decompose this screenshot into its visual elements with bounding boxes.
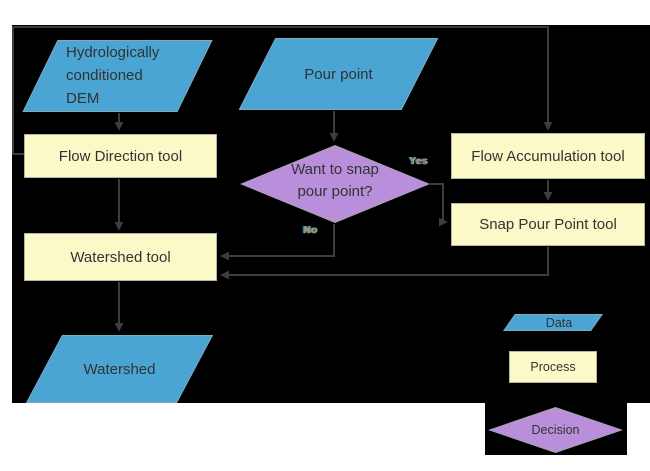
node-flow-direction-label: Flow Direction tool (58, 147, 183, 165)
node-watershed-label: Watershed (83, 360, 156, 378)
decision-line-1: Want to snap (291, 161, 379, 178)
node-pour-point-label: Pour point (304, 65, 373, 83)
dem-line-2: conditioned (66, 67, 143, 84)
node-watershed-tool: Watershed tool (24, 233, 217, 281)
node-flow-accumulation-label: Flow Accumulation tool (471, 147, 625, 165)
legend-data-label: Data (545, 315, 573, 330)
node-decision-label: Want to snap pour point? (240, 143, 430, 219)
legend-decision-label: Decision (488, 407, 623, 453)
dem-line-3: DEM (66, 90, 100, 107)
dem-line-1: Hydrologically (66, 44, 160, 61)
node-snap-pour-point: Snap Pour Point tool (451, 203, 645, 246)
edge-label-yes: Yes (409, 156, 428, 167)
legend-process-label: Process (530, 360, 576, 374)
node-flow-accumulation: Flow Accumulation tool (451, 133, 645, 179)
node-dem-label: Hydrologically conditioned DEM (66, 41, 206, 110)
node-watershed-tool-label: Watershed tool (70, 248, 171, 266)
node-flow-direction: Flow Direction tool (24, 134, 217, 178)
edge-label-no: No (303, 225, 318, 236)
legend-process-shape: Process (509, 351, 597, 383)
node-snap-pour-point-label: Snap Pour Point tool (479, 216, 617, 233)
decision-line-2: pour point? (297, 183, 373, 200)
legend-decision-text: Decision (531, 423, 580, 437)
